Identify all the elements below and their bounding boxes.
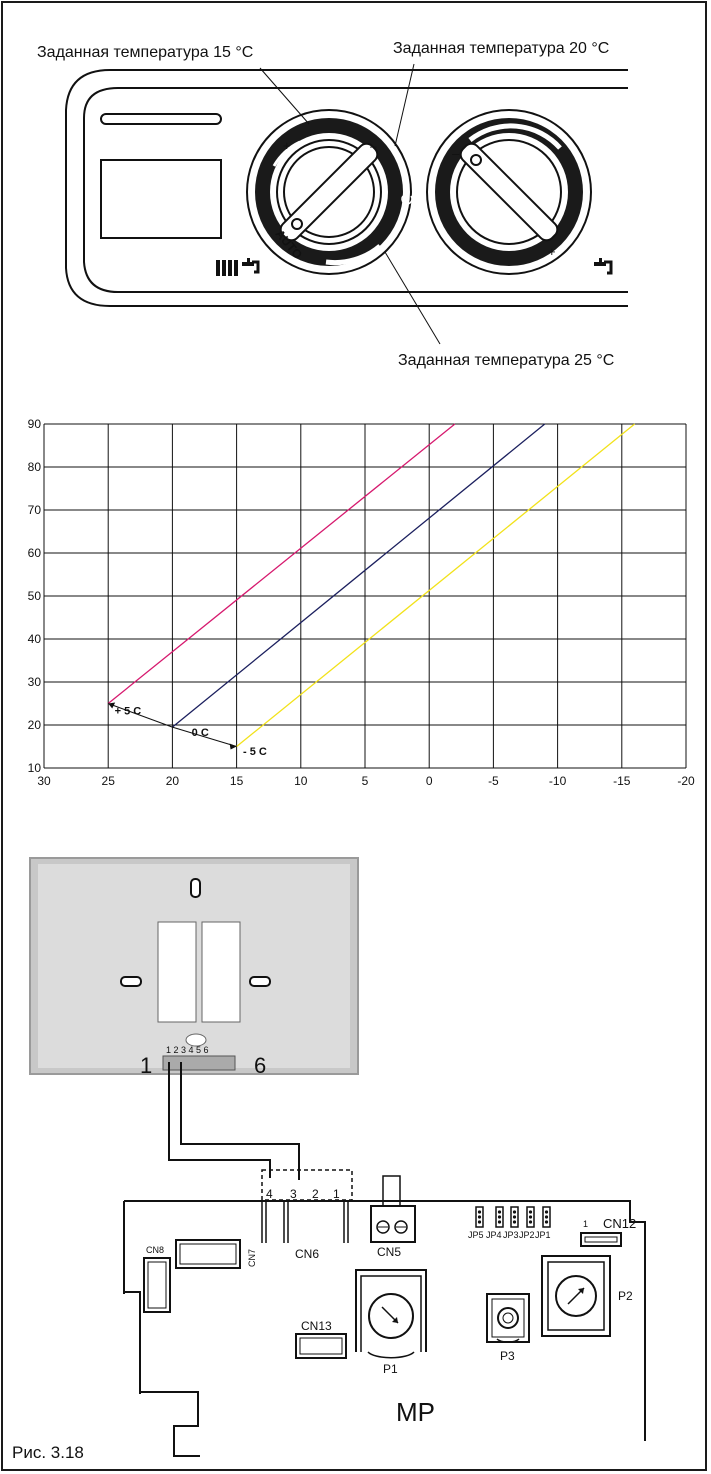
x-tick-label: 0 — [426, 774, 433, 788]
x-tick-label: 15 — [230, 774, 244, 788]
svg-text:CN12: CN12 — [603, 1216, 636, 1231]
svg-text:CN6: CN6 — [295, 1247, 319, 1261]
figure-caption: Рис. 3.18 — [12, 1443, 84, 1462]
y-tick-label: 10 — [28, 761, 42, 775]
opening-right — [201, 921, 241, 1023]
x-tick-label: 10 — [294, 774, 308, 788]
p3-potentiometer[interactable] — [486, 1293, 530, 1343]
tap-icon — [594, 258, 613, 275]
thermostat-plate: 1 6 1 2 3 4 5 6 — [29, 857, 359, 1078]
mounting-slot-left — [120, 976, 142, 987]
display-window — [100, 159, 222, 239]
svg-text:CN13: CN13 — [301, 1319, 332, 1333]
wire-2 — [180, 1062, 300, 1180]
svg-text:1: 1 — [333, 1187, 340, 1201]
x-tick-label: -5 — [488, 774, 499, 788]
mounting-slot-top — [190, 878, 201, 898]
svg-text:2: 2 — [312, 1187, 319, 1201]
svg-text:JP2: JP2 — [519, 1230, 535, 1240]
svg-text:P1: P1 — [383, 1362, 398, 1376]
svg-text:3: 3 — [290, 1187, 297, 1201]
x-tick-label: 5 — [362, 774, 369, 788]
display-slot — [100, 113, 222, 125]
terminal-block — [162, 1055, 236, 1071]
annotation-label: - 5 C — [243, 746, 267, 758]
svg-text:JP1: JP1 — [535, 1230, 551, 1240]
x-tick-label: 30 — [37, 774, 51, 788]
y-tick-label: 70 — [28, 503, 42, 517]
svg-text:+: + — [283, 138, 291, 153]
svg-text:JP3: JP3 — [503, 1230, 519, 1240]
svg-text:CN7: CN7 — [247, 1249, 257, 1267]
dhw-knob[interactable]: – + — [426, 109, 592, 275]
y-tick-label: 80 — [28, 460, 42, 474]
y-tick-label: 40 — [28, 632, 42, 646]
x-tick-label: 25 — [102, 774, 116, 788]
cn7-connector — [175, 1239, 241, 1269]
svg-text:1: 1 — [583, 1219, 588, 1229]
svg-text:1: 1 — [140, 1053, 152, 1078]
svg-text:P3: P3 — [500, 1349, 515, 1363]
x-tick-label: -15 — [613, 774, 631, 788]
y-tick-label: 20 — [28, 718, 42, 732]
y-tick-label: 30 — [28, 675, 42, 689]
callout-setpoint-15: Заданная температура 15 °C — [37, 44, 254, 61]
callout-setpoint-25: Заданная температура 25 °C — [398, 352, 615, 369]
svg-text:6: 6 — [254, 1053, 266, 1078]
series-line-3 — [236, 423, 636, 748]
p1-potentiometer[interactable] — [355, 1269, 427, 1359]
y-tick-label: 90 — [28, 417, 42, 431]
annotation-label: + 5 C — [115, 705, 142, 717]
svg-text:CN5: CN5 — [377, 1245, 401, 1259]
wire-1 — [168, 1062, 271, 1178]
svg-text:JP5: JP5 — [468, 1230, 484, 1240]
shift-arrow-plus — [108, 703, 173, 728]
cn6-connector — [261, 1201, 349, 1243]
callout-setpoint-20: Заданная температура 20 °C — [393, 40, 610, 57]
svg-text:1 2 3 4 5 6: 1 2 3 4 5 6 — [166, 1045, 209, 1055]
annotation-label: 0 C — [192, 727, 209, 739]
cn5-connector — [370, 1175, 416, 1243]
board-label-mp: MP — [396, 1397, 435, 1427]
svg-text:–: – — [452, 146, 460, 161]
x-tick-label: -10 — [549, 774, 567, 788]
board-outline — [124, 1200, 646, 1441]
series-line-1 — [107, 423, 456, 705]
heating-knob[interactable]: AUTO + – — [246, 109, 413, 275]
svg-text:P2: P2 — [618, 1289, 633, 1303]
x-tick-label: 20 — [166, 774, 180, 788]
radiator-tap-icon — [216, 258, 260, 276]
mounting-slot-right — [249, 976, 271, 987]
x-tick-label: -20 — [677, 774, 695, 788]
svg-text:JP4: JP4 — [486, 1230, 502, 1240]
svg-text:4: 4 — [266, 1187, 273, 1201]
y-tick-label: 50 — [28, 589, 42, 603]
p2-potentiometer[interactable] — [541, 1255, 611, 1337]
svg-text:+: + — [548, 244, 556, 259]
arrowhead-minus — [229, 743, 237, 750]
svg-text:–: – — [370, 139, 377, 153]
shift-arrow-minus — [172, 726, 237, 747]
series-line-2 — [171, 423, 546, 728]
arrowhead-plus — [108, 702, 116, 709]
y-tick-label: 60 — [28, 546, 42, 560]
opening-left — [157, 921, 197, 1023]
svg-text:CN8: CN8 — [146, 1245, 164, 1255]
jumpers — [475, 1206, 551, 1228]
cn12-connector — [580, 1232, 622, 1247]
power-icon — [401, 189, 413, 205]
